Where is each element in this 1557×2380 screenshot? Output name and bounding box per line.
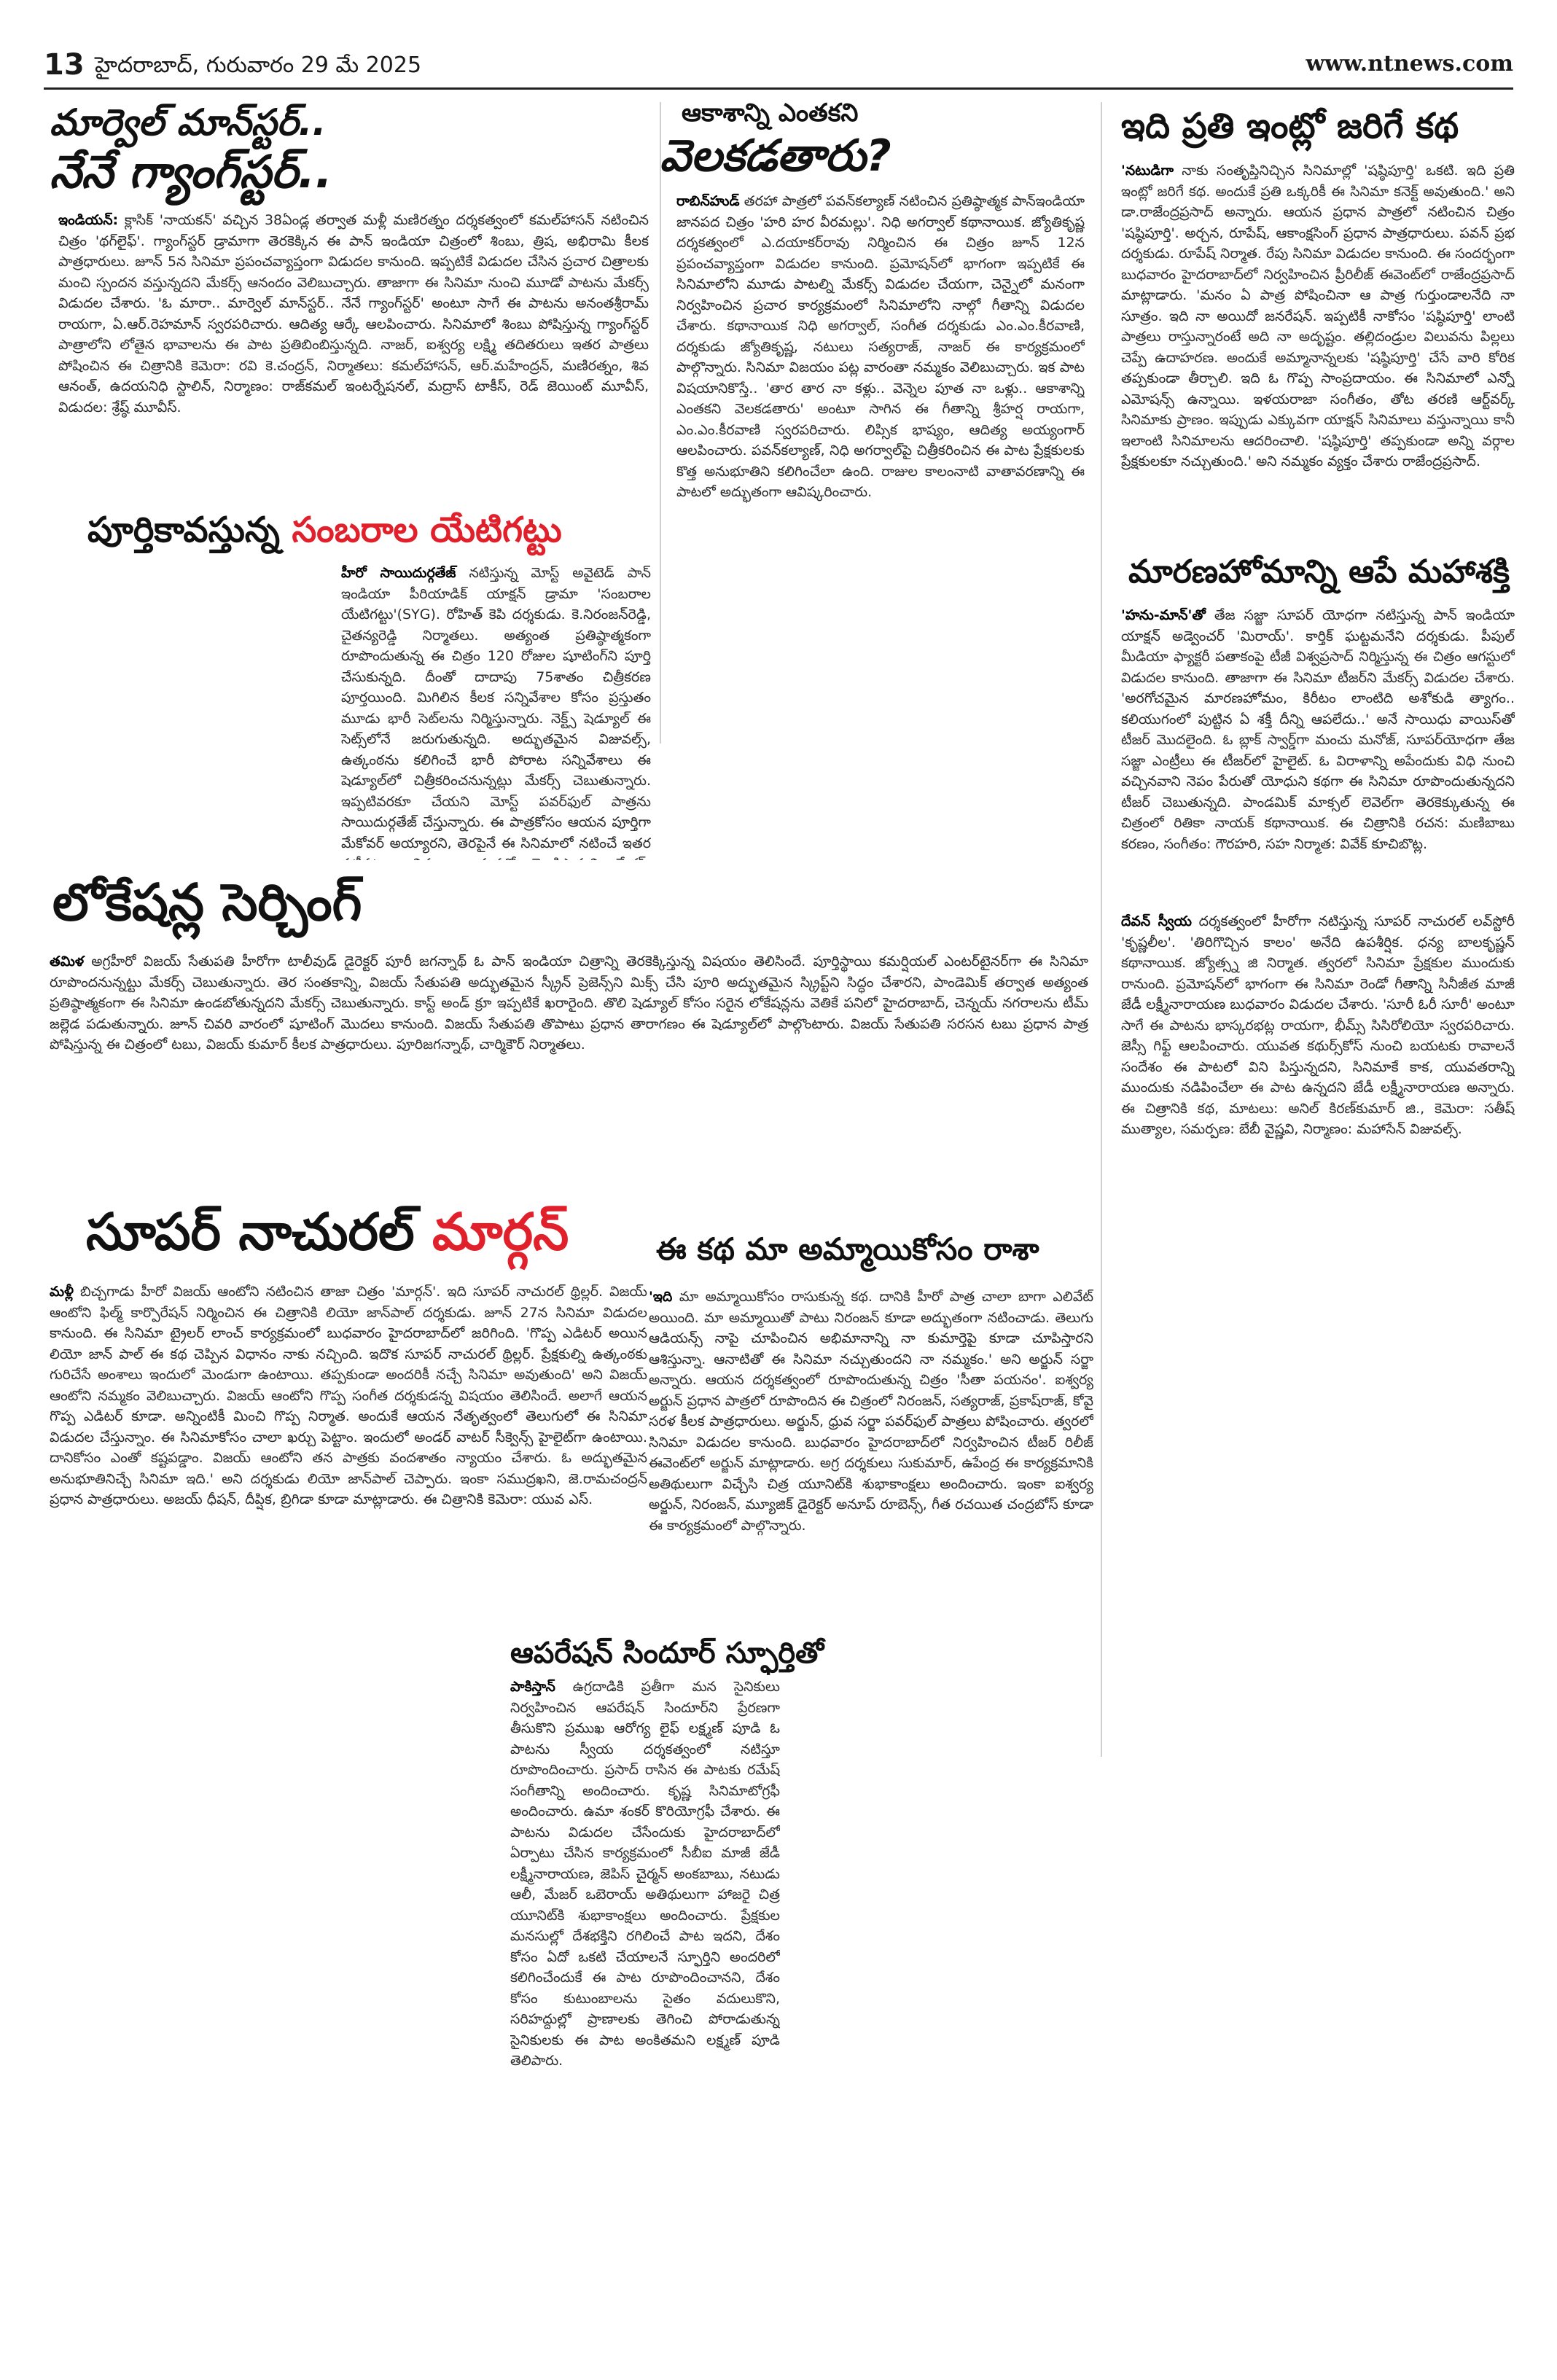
sambaralu-lead: హీరో సాయిదుర్గతేజ్	[341, 565, 456, 581]
date-line: హైదరాబాద్, గురువారం 29 మే 2025	[95, 52, 422, 78]
ammayi-body: 'ఇది మా అమ్మాయికోసం రాసుకున్న కథ. దానికి…	[649, 1287, 1093, 1593]
sindoor-text: ఉగ్రదాడికి ప్రతీగా మన సైనికులు నిర్వహించ…	[510, 1679, 780, 2067]
house-lead: 'నటుడిగా	[1121, 163, 1174, 179]
sambaralu-body: హీరో సాయిదుర్గతేజ్ నటిస్తున్న మోస్ట్ అవై…	[341, 563, 651, 860]
header-divider	[44, 87, 1513, 90]
sambaralu-headline-black: పూర్తికావస్తున్న	[87, 510, 280, 550]
marvel-text: క్లాసిక్ 'నాయకన్' వచ్చిన 38ఏండ్ల తర్వాత …	[58, 212, 649, 415]
sky-lead: రాబిన్‌హుడ్	[676, 193, 740, 209]
house-headline: ఇది ప్రతి ఇంట్లో జరిగే కథ	[1121, 106, 1459, 147]
marana-lead: 'హను-మాన్'తో	[1121, 607, 1206, 623]
lokesh-lead: తమిళ	[50, 953, 85, 969]
devan-lead: దేవన్ స్వీయ	[1121, 913, 1192, 929]
marvel-headline-line1: మార్వెల్ మాన్‌స్టర్..	[50, 101, 327, 144]
devan-body: దేవన్ స్వీయ దర్శకత్వంలో హీరోగా నటిస్తున్…	[1121, 911, 1515, 1749]
sambaralu-text: నటిస్తున్న మోస్ట్ అవైటెడ్ పాన్ ఇండియా పీ…	[341, 565, 651, 860]
sindoor-lead: పాకిస్తాన్	[510, 1679, 555, 1695]
margan-headline: సూపర్ నాచురల్ మార్గన్	[86, 1203, 569, 1262]
sky-body: రాబిన్‌హుడ్ తరహా పాత్రలో పవన్‌కల్యాణ్ నట…	[676, 191, 1085, 650]
marana-text: తేజ సజ్జా సూపర్ యోధగా నటిస్తున్న పాన్ ఇం…	[1121, 607, 1515, 852]
sky-headline-line1: ఆకాశాన్ని ఎంతకని	[682, 98, 859, 128]
lokesh-text: అగ్రహీరో విజయ్ సేతుపతి హీరోగా టాలీవుడ్ డ…	[50, 953, 1088, 1053]
devan-text: దర్శకత్వంలో హీరోగా నటిస్తున్న సూపర్ నాచు…	[1121, 913, 1515, 1137]
column-divider	[1101, 102, 1102, 1757]
marana-body: 'హను-మాన్'తో తేజ సజ్జా సూపర్ యోధగా నటిస్…	[1121, 605, 1515, 897]
sindoor-body: పాకిస్తాన్ ఉగ్రదాడికి ప్రతీగా మన సైనికుల…	[510, 1677, 780, 2067]
margan-text: బిచ్చగాడు హీరో విజయ్ ఆంటోని నటించిన తాజా…	[50, 1284, 647, 1507]
marvel-lead: ఇండియన్:	[58, 212, 119, 228]
website-link[interactable]: www.ntnews.com	[1306, 51, 1513, 77]
margan-headline-black: సూపర్ నాచురల్	[86, 1202, 415, 1262]
margan-headline-red: మార్గన్	[432, 1202, 569, 1262]
page-number: 13	[44, 48, 85, 82]
sky-headline-line2: వెలకడతారు?	[660, 130, 891, 182]
sindoor-headline: ఆపరేషన్ సిందూర్ స్ఫూర్తితో	[510, 1636, 824, 1670]
lokesh-body: తమిళ అగ్రహీరో విజయ్ సేతుపతి హీరోగా టాలీవ…	[50, 951, 1088, 1174]
margan-lead: మళ్లీ	[50, 1284, 74, 1300]
marvel-body: ఇండియన్: క్లాసిక్ 'నాయకన్' వచ్చిన 38ఏండ్…	[58, 210, 649, 502]
margan-body: మళ్లీ బిచ్చగాడు హీరో విజయ్ ఆంటోని నటించి…	[50, 1281, 647, 1755]
ammayi-lead: 'ఇది	[649, 1289, 673, 1305]
house-body: 'నటుడిగా నాకు సంతృప్తినిచ్చిన సినిమాల్లో…	[1121, 160, 1515, 536]
marana-headline: మారణహోమాన్ని ఆపే మహాశక్తి	[1128, 553, 1510, 590]
sambaralu-headline-red: సంబరాల యేటిగట్టు	[292, 510, 562, 550]
sky-text: తరహా పాత్రలో పవన్‌కల్యాణ్ నటించిన ప్రతిష…	[676, 193, 1085, 500]
column-divider	[660, 102, 661, 744]
marvel-headline-line2: నేనే గ్యాంగ్‌స్టర్..	[50, 145, 332, 198]
ammayi-headline: ఈ కథ మా అమ్మాయికోసం రాశా	[656, 1231, 1039, 1267]
house-text: నాకు సంతృప్తినిచ్చిన సినిమాల్లో 'షష్ఠిపూ…	[1121, 163, 1515, 469]
lokesh-headline: లోకేషన్ల సెర్చింగ్	[52, 873, 362, 932]
ammayi-text: మా అమ్మాయికోసం రాసుకున్న కథ. దానికి హీరో…	[649, 1289, 1093, 1534]
sambaralu-headline: పూర్తికావస్తున్న సంబరాల యేటిగట్టు	[87, 510, 562, 550]
